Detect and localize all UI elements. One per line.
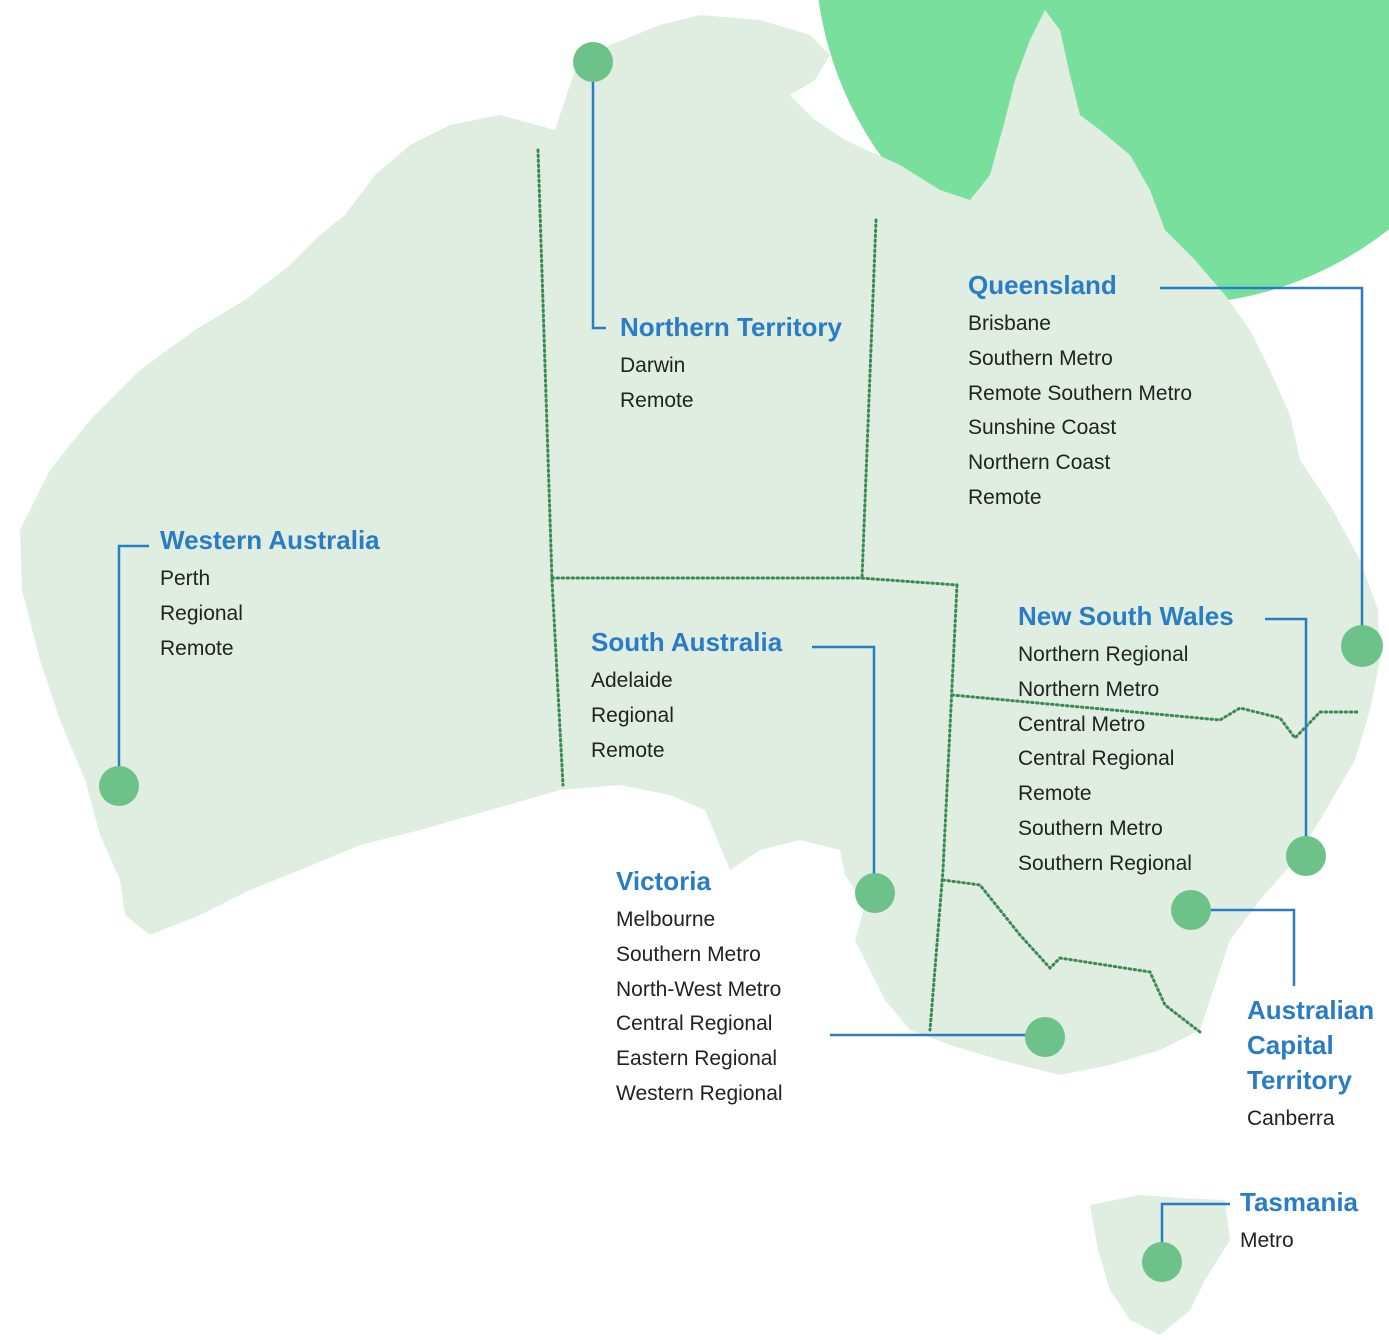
region-title-line: Capital (1247, 1030, 1334, 1060)
region-item: Southern Regional (1018, 851, 1192, 875)
leader-act (1191, 908, 1296, 986)
region-title: Australian Capital Territory (1247, 993, 1374, 1098)
region-item: Southern Metro (968, 346, 1113, 370)
dot-tas[interactable] (1142, 1242, 1182, 1282)
region-item: Canberra (1247, 1107, 1335, 1130)
region-item: Central Regional (1018, 747, 1175, 771)
leader-lines (117, 62, 1364, 1262)
border-wa (536, 148, 565, 787)
dot-nsw[interactable] (1286, 836, 1326, 876)
border-nt-qld (860, 218, 878, 580)
border-nsw-vic (941, 878, 1202, 1034)
region-title: Western Australia (160, 525, 380, 555)
region-title: Victoria (616, 866, 711, 896)
region-item: Perth (160, 567, 211, 590)
region-item: Remote (968, 485, 1042, 509)
region-item: Remote (620, 388, 694, 412)
region-item: Remote (591, 738, 665, 762)
region-item: North-West Metro (616, 977, 782, 1001)
region-act: Australian Capital Territory Canberra (1247, 993, 1374, 1137)
region-item: Central Regional (616, 1012, 773, 1036)
mainland-shape (20, 10, 1380, 1075)
region-item: Northern Regional (1018, 643, 1189, 666)
region-item: Darwin (620, 354, 686, 377)
region-item: Northern Metro (1018, 677, 1160, 701)
region-list: Canberra (1247, 1102, 1374, 1137)
leader-sa (812, 645, 876, 893)
region-item: Eastern Regional (616, 1047, 778, 1071)
dot-act[interactable] (1171, 890, 1211, 930)
region-item: Sunshine Coast (968, 416, 1117, 440)
region-item: Northern Coast (968, 451, 1111, 475)
region-item: Metro (1240, 1229, 1294, 1252)
region-item: Southern Metro (616, 942, 761, 966)
region-item: Melbourne (616, 908, 716, 931)
border-sa-nt (550, 576, 959, 587)
state-borders (536, 148, 1362, 1034)
dot-vic[interactable] (1025, 1017, 1065, 1057)
leader-nsw (1265, 617, 1308, 856)
location-dots (99, 42, 1383, 1282)
region-title: Northern Territory (620, 312, 842, 342)
leader-qld (1160, 286, 1364, 646)
region-item: Central Metro (1018, 712, 1146, 736)
region-item: Brisbane (968, 312, 1051, 335)
region-title: New South Wales (1018, 601, 1234, 631)
dot-sa[interactable] (855, 873, 895, 913)
region-list: Metro (1240, 1224, 1358, 1259)
dot-qld[interactable] (1341, 625, 1383, 667)
leader-nt (591, 62, 606, 330)
dot-nt[interactable] (573, 42, 613, 82)
region-title: Queensland (968, 270, 1117, 300)
region-item: Adelaide (591, 669, 673, 692)
border-qld-nsw (950, 693, 1362, 741)
region-item: Regional (160, 601, 243, 625)
region-item: Remote (160, 636, 234, 660)
region-item: Remote Southern Metro (968, 381, 1193, 405)
region-item: Western Regional (616, 1081, 783, 1105)
border-sa-east (928, 583, 959, 1032)
region-item: Remote (1018, 782, 1092, 806)
region-title: Tasmania (1240, 1187, 1359, 1217)
region-tasmania: Tasmania Metro (1240, 1185, 1358, 1259)
region-title: South Australia (591, 627, 783, 657)
region-title-line: Territory (1247, 1065, 1352, 1095)
region-item: Southern Metro (1018, 816, 1163, 840)
region-item: Regional (591, 703, 674, 727)
dot-wa[interactable] (99, 766, 139, 806)
leader-wa (117, 544, 149, 786)
region-title-line: Australian (1247, 995, 1375, 1025)
